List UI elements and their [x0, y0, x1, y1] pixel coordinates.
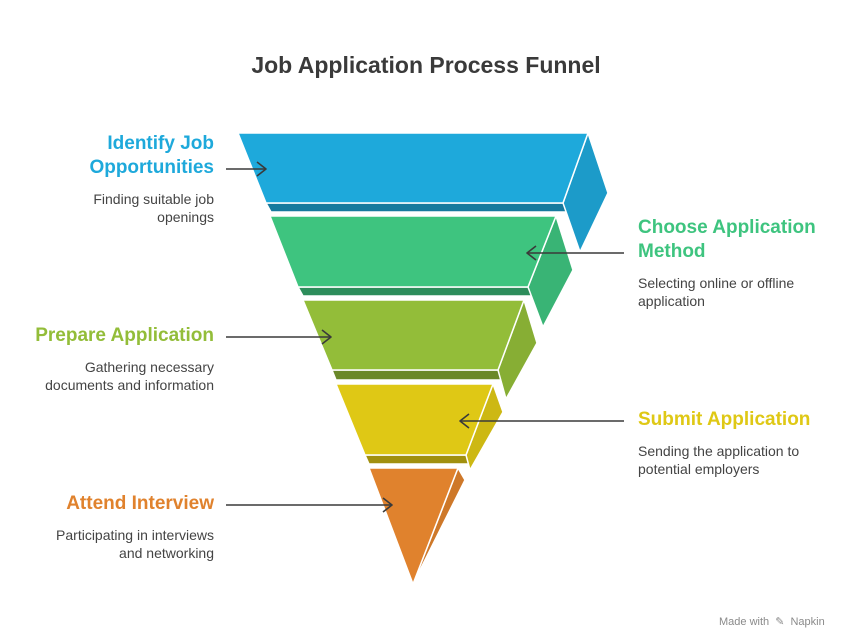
stage-description-line: potential employers: [638, 461, 760, 477]
funnel-slice-4-underside: [364, 454, 471, 465]
funnel-slice-1-underside: [265, 202, 578, 213]
diagram-title: Job Application Process Funnel: [251, 52, 601, 78]
funnel-slice-5: [368, 467, 459, 585]
stage-heading-line: Identify Job: [107, 133, 214, 154]
stage-heading-line: Attend Interview: [66, 493, 214, 514]
stage-description: Participating in interviews and networkin…: [0, 526, 214, 562]
stage-heading-line: Submit Application: [638, 409, 811, 430]
funnel-slice-4: [335, 383, 494, 456]
stage-heading-line: Opportunities: [89, 157, 214, 178]
stage-description: Gathering necessary documents and informa…: [0, 358, 214, 394]
funnel-slice-2-underside: [297, 286, 541, 297]
stage-heading-line: Prepare Application: [35, 325, 214, 346]
stage-heading: Prepare Application: [0, 324, 214, 348]
stage-description-line: openings: [157, 209, 214, 225]
watermark-brand: Napkin: [790, 616, 825, 628]
watermark: Made with ✎ Napkin: [719, 615, 825, 628]
funnel-slice-3: [302, 299, 525, 371]
connector-arrow-3: [226, 329, 332, 345]
connector-arrow-5: [226, 497, 393, 513]
stage-heading: Attend Interview: [0, 492, 214, 516]
connector-arrow-4: [459, 413, 624, 429]
connector-arrow-2: [526, 245, 624, 261]
stage-description-line: Selecting online or offline: [638, 275, 795, 291]
stage-heading-line: Method: [638, 241, 706, 262]
funnel-slice-2: [269, 215, 557, 288]
stage-description-line: and networking: [119, 545, 214, 561]
stage-heading: Submit Application: [638, 408, 852, 432]
stage-description-line: Participating in interviews: [56, 527, 214, 543]
connector-arrow-1: [226, 161, 267, 177]
stage-description-line: Gathering necessary: [84, 359, 214, 375]
stage-description-line: Sending the application to: [638, 443, 800, 459]
stage-description: Finding suitable job openings: [0, 190, 214, 226]
stage-description-line: Finding suitable job: [93, 191, 214, 207]
stage-description: Sending the application to potential empl…: [638, 442, 852, 478]
stage-description-line: documents and information: [45, 377, 214, 393]
watermark-prefix: Made with: [719, 616, 770, 628]
stage-heading-line: Choose Application: [638, 217, 816, 238]
napkin-logo-icon: ✎: [775, 616, 785, 628]
funnel-slice-3-underside: [331, 369, 507, 381]
stage-description-line: application: [638, 293, 705, 309]
funnel-slice-1: [237, 132, 589, 204]
stage-description: Selecting online or offline application: [638, 274, 852, 310]
